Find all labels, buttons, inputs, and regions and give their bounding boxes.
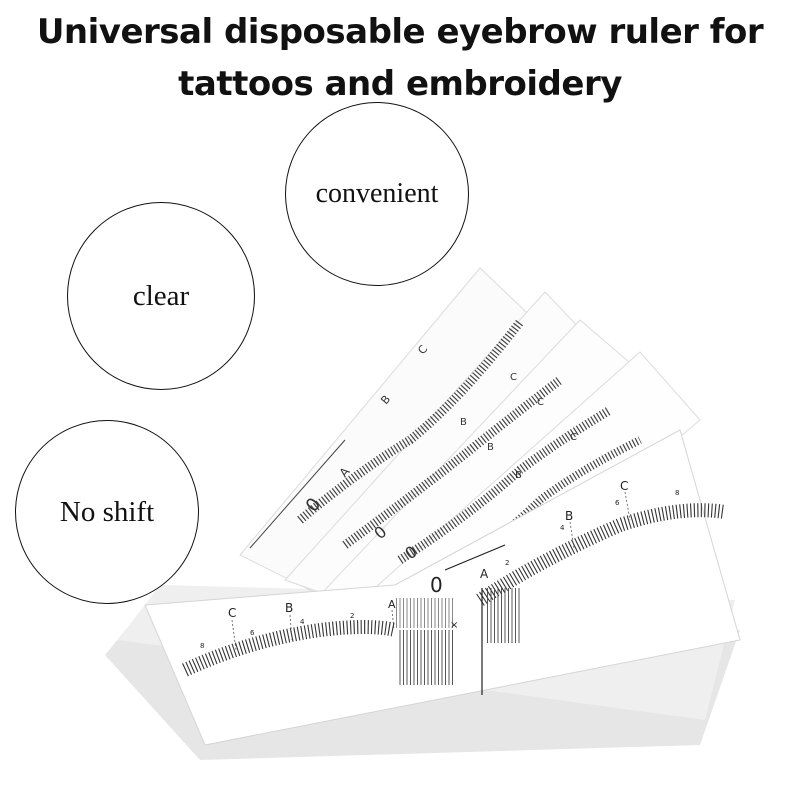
- svg-text:6: 6: [250, 629, 255, 637]
- svg-text:B: B: [565, 509, 573, 523]
- feature-label-clear: clear: [132, 279, 190, 312]
- svg-text:×: ×: [450, 620, 458, 631]
- feature-bubble-clear: clear: [67, 202, 255, 390]
- svg-text:8: 8: [675, 489, 679, 497]
- svg-text:4: 4: [300, 618, 305, 626]
- svg-text:C: C: [510, 372, 517, 383]
- title-line-1: Universal disposable eyebrow ruler for: [36, 12, 764, 52]
- svg-text:4: 4: [560, 524, 565, 532]
- svg-text:B: B: [515, 470, 522, 481]
- svg-text:A: A: [480, 567, 489, 581]
- feature-label-convenient: convenient: [315, 178, 439, 209]
- feature-bubble-convenient: convenient: [285, 102, 469, 286]
- feature-bubble-no-shift: No shift: [15, 420, 199, 604]
- svg-text:A: A: [388, 598, 396, 611]
- svg-text:C: C: [228, 606, 236, 620]
- page-title: Universal disposable eyebrow ruler for t…: [0, 6, 800, 110]
- svg-text:2: 2: [505, 559, 509, 567]
- svg-text:B: B: [285, 601, 293, 615]
- svg-text:8: 8: [200, 642, 204, 650]
- ruler-sheet-front: [144, 429, 741, 746]
- svg-text:C: C: [620, 479, 628, 493]
- svg-text:B: B: [460, 417, 467, 428]
- svg-text:6: 6: [615, 499, 620, 507]
- svg-text:2: 2: [350, 612, 354, 620]
- ruler-zero-label: 0: [430, 573, 443, 597]
- title-line-2: tattoos and embroidery: [178, 64, 622, 104]
- svg-text:C: C: [537, 397, 544, 408]
- svg-text:C: C: [570, 432, 577, 443]
- svg-text:B: B: [487, 442, 494, 453]
- feature-label-no-shift: No shift: [59, 495, 155, 528]
